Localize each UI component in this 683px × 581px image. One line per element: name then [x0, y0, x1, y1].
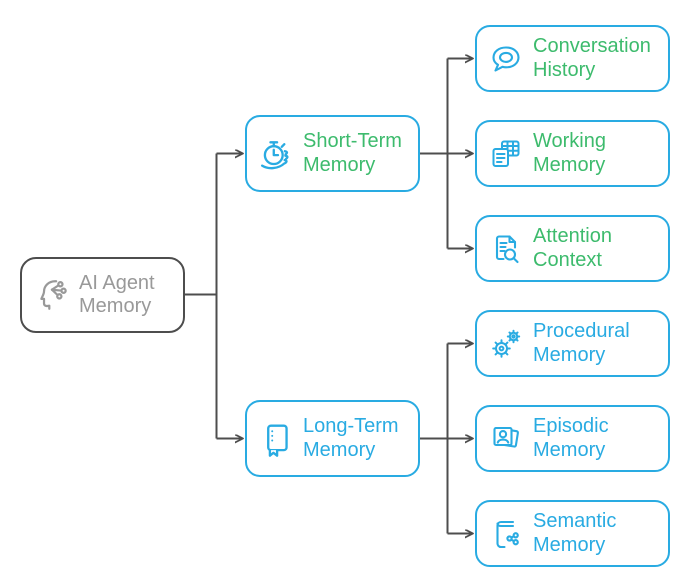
node-working-memory: Working Memory [475, 120, 670, 187]
book-network-icon [488, 516, 524, 552]
node-procedural-memory: Procedural Memory [475, 310, 670, 377]
node-label: Working Memory [533, 130, 606, 176]
node-label: Procedural Memory [533, 320, 630, 366]
node-label: Episodic Memory [533, 415, 609, 461]
node-label: Short-Term Memory [303, 130, 402, 176]
node-semantic-memory: Semantic Memory [475, 500, 670, 567]
node-label: AI Agent Memory [79, 271, 155, 317]
speech-bubble-icon [488, 41, 524, 77]
node-ai-agent-memory: AI Agent Memory [20, 257, 185, 333]
node-short-term-memory: Short-Term Memory [245, 115, 420, 192]
node-label: Attention Context [533, 225, 612, 271]
node-episodic-memory: Episodic Memory [475, 405, 670, 472]
stacked-notes-grid-icon [488, 136, 524, 172]
node-long-term-memory: Long-Term Memory [245, 400, 420, 477]
node-label: Long-Term Memory [303, 415, 399, 461]
photo-stack-person-icon [488, 421, 524, 457]
notebook-icon [256, 419, 296, 459]
node-label: Semantic Memory [533, 510, 617, 556]
hand-stopwatch-icon [256, 134, 296, 174]
node-conversation-history: Conversation History [475, 25, 670, 92]
node-attention-context: Attention Context [475, 215, 670, 282]
gears-icon [488, 326, 524, 362]
node-label: Conversation History [533, 35, 651, 81]
ai-head-circuit-icon [34, 276, 72, 314]
document-magnifier-icon [488, 231, 524, 267]
